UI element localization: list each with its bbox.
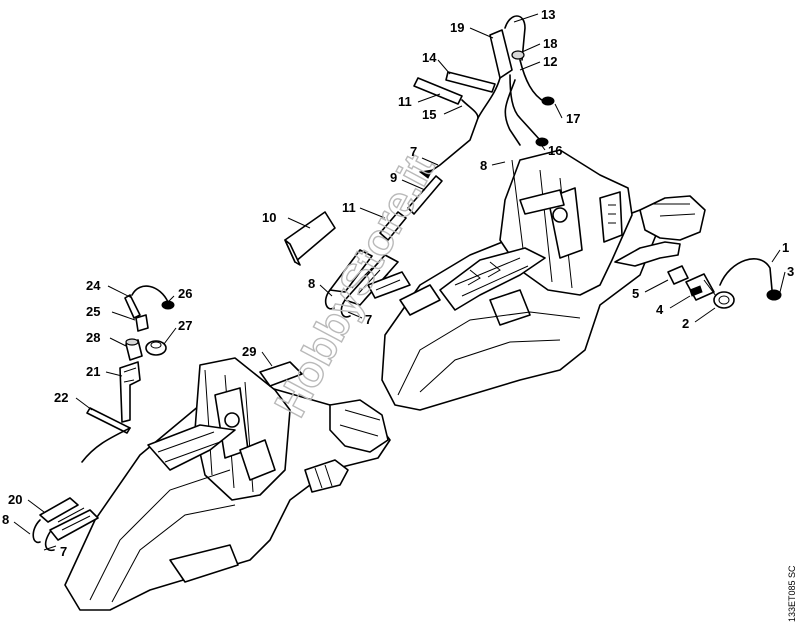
callout-25: 25 [86,304,100,319]
wiring-harness [413,15,555,179]
callout-16: 16 [548,143,562,158]
callout-11-top: 11 [398,94,412,109]
plate-29 [259,361,303,387]
callout-27: 27 [178,318,192,333]
callout-8-bottom: 8 [2,512,9,527]
callout-5: 5 [632,286,639,301]
nut-5 [667,265,689,285]
bushing-28 [125,338,143,361]
callout-28: 28 [86,330,100,345]
callout-14: 14 [422,50,437,65]
callout-11-mid: 11 [342,200,356,215]
callout-9: 9 [390,170,397,185]
callout-20: 20 [8,492,22,507]
contact-spring-20 [32,497,99,552]
wire-22 [81,407,131,463]
callout-18: 18 [543,36,557,51]
contact-spring-21 [119,361,141,423]
callout-12: 12 [543,54,557,69]
callout-29: 29 [242,344,256,359]
callout-24: 24 [86,278,101,293]
callout-numbers: 13 19 18 14 12 11 15 17 7 16 8 9 10 11 1… [2,7,794,559]
callout-17: 17 [566,111,580,126]
callout-22: 22 [54,390,68,405]
switch-4 [685,273,717,301]
callout-4: 4 [656,302,664,317]
ground-wire-24 [124,285,175,319]
callout-21: 21 [86,364,100,379]
rear-handle-housing-right [381,149,706,411]
callout-10: 10 [262,210,276,225]
rear-handle-housing-left [64,357,391,611]
callout-7-mid: 7 [365,312,372,327]
pad-10 [284,211,336,266]
callout-15: 15 [422,107,436,122]
sleeve-9 [407,175,443,215]
callout-8-mid: 8 [308,276,315,291]
callout-2: 2 [682,316,689,331]
contact-spring-upper [324,249,411,318]
grommet-27 [145,340,167,356]
callout-13: 13 [541,7,555,22]
cap-2 [713,291,735,309]
callout-8-top: 8 [480,158,487,173]
ground-wire-1 [719,258,782,301]
callout-26: 26 [178,286,192,301]
callout-19: 19 [450,20,464,35]
callout-3: 3 [787,264,794,279]
callout-7-bottom: 7 [60,544,67,559]
drawing-code: 133ET085 SC [787,565,797,622]
callout-7-top: 7 [410,144,417,159]
leader-lines [13,13,786,551]
sleeve-11 [379,211,407,241]
sleeve-25 [135,314,149,332]
callout-1: 1 [782,240,789,255]
